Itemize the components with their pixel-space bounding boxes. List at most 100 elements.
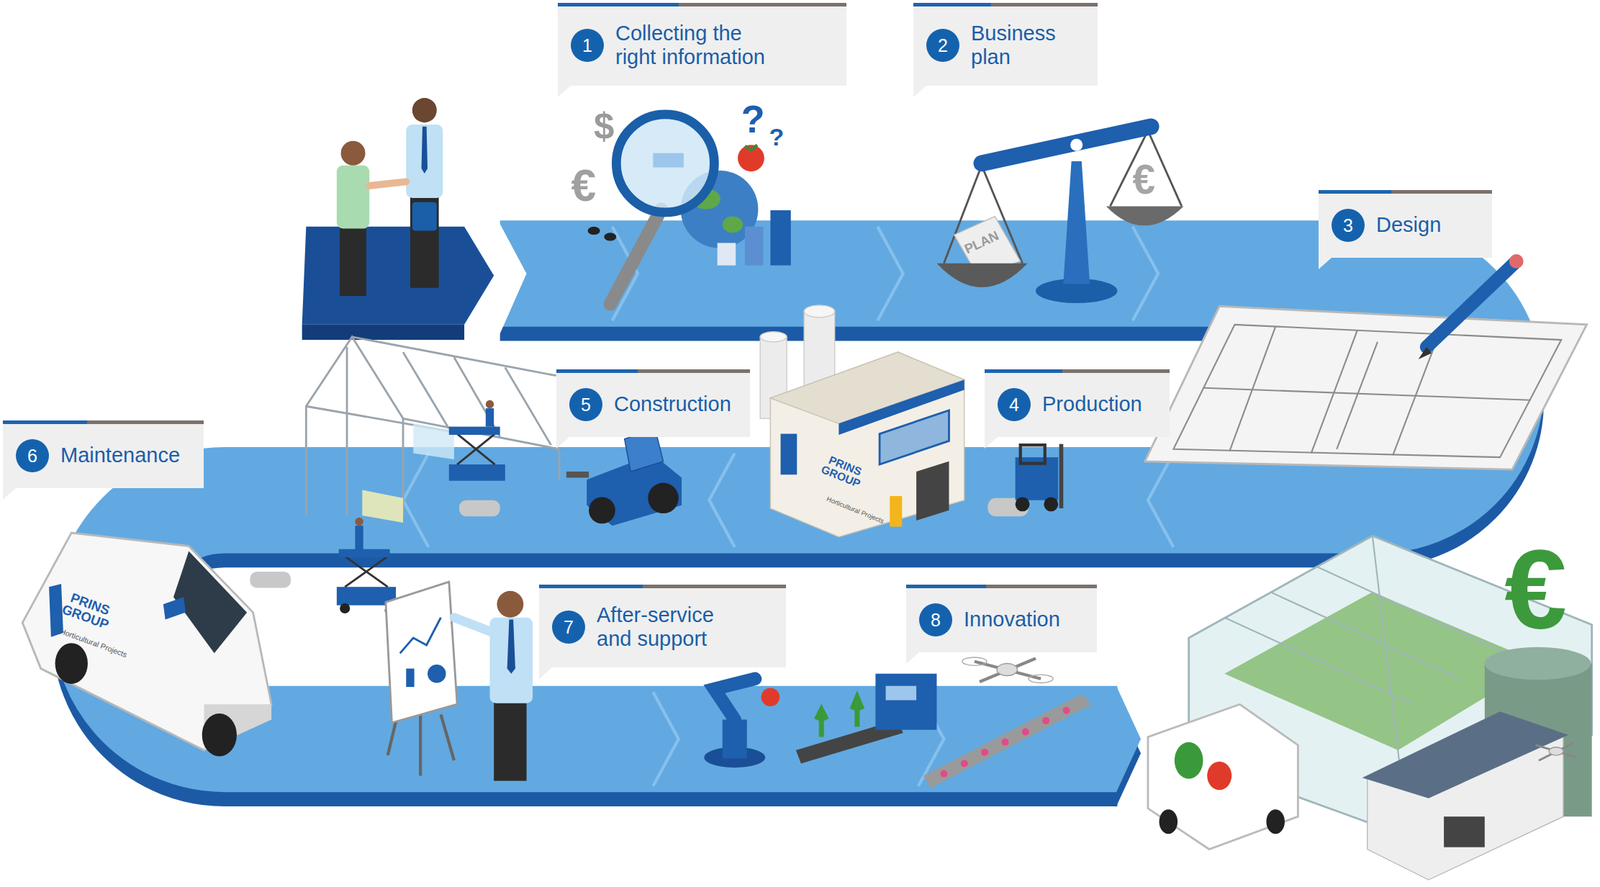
greenhouse-frame <box>354 517 363 526</box>
step-number-circle: 5 <box>569 387 603 422</box>
forklift <box>1015 496 1030 512</box>
callout-top-strip <box>557 2 847 7</box>
factory-building <box>770 351 964 537</box>
service-van <box>202 713 237 757</box>
greenhouse-frame <box>305 336 404 516</box>
step-number-circle: 1 <box>570 28 604 62</box>
innovation-machines <box>1028 674 1053 683</box>
flow-ribbon <box>403 452 429 547</box>
callout-top-strip <box>1318 190 1493 194</box>
handshake-figures <box>412 202 437 232</box>
service-van <box>173 551 247 654</box>
greenhouse-frame <box>485 400 494 409</box>
finished-greenhouse-complex <box>1270 591 1459 679</box>
greenhouse-frame <box>413 423 455 460</box>
factory-building <box>780 434 798 476</box>
greenhouse-frame <box>403 351 450 429</box>
greenhouse-frame <box>351 336 557 376</box>
step-title: Innovation <box>963 607 1061 632</box>
finished-greenhouse-complex <box>1548 747 1564 756</box>
finished-greenhouse-complex <box>1147 703 1298 849</box>
symbol-label: € <box>1132 159 1156 201</box>
finished-greenhouse-complex <box>1174 742 1204 779</box>
innovation-machines <box>1001 738 1010 746</box>
step-title: Business plan <box>970 21 1079 70</box>
innovation-machines <box>923 693 1092 788</box>
factory-building <box>760 305 965 537</box>
handshake-figures <box>405 124 443 198</box>
service-van <box>163 596 186 619</box>
greenhouse-frame <box>457 434 495 465</box>
greenhouse-frame <box>485 408 494 427</box>
step-title: Maintenance <box>60 443 180 468</box>
handshake-figures <box>336 165 370 229</box>
callout-number: 4 <box>1009 395 1020 414</box>
flow-ribbon <box>403 226 1174 786</box>
finished-greenhouse-complex <box>1224 617 1413 705</box>
step-title: Construction <box>613 392 732 417</box>
callout-pointer <box>913 85 927 98</box>
magnifier-research-icon <box>722 216 743 234</box>
magnifier-research-icon <box>588 226 601 235</box>
handshake-figures <box>421 126 429 174</box>
step-number-circle: 8 <box>919 603 953 637</box>
greenhouse-frame <box>346 346 349 516</box>
callout-number: 6 <box>27 446 38 465</box>
service-van <box>55 642 88 684</box>
innovation-machines <box>713 678 756 720</box>
innovation-machines <box>939 706 1070 778</box>
symbol-label: € <box>1504 533 1567 646</box>
symbol-label: $ <box>593 107 614 145</box>
finished-greenhouse-complex <box>1362 711 1569 799</box>
flow-ribbon <box>495 216 527 344</box>
logo-text: PRINS GROUP <box>58 588 119 633</box>
magnifier-research-icon <box>717 242 737 265</box>
callout-top-strip <box>539 584 786 589</box>
greenhouse-frame <box>339 603 350 614</box>
finished-greenhouse-complex <box>1484 647 1591 680</box>
callout-number: 5 <box>580 395 591 414</box>
callout-pointer <box>906 652 920 664</box>
greenhouse-frame <box>339 549 391 558</box>
illustration <box>22 97 1592 880</box>
forklift <box>1020 444 1046 464</box>
presenter-flipchart <box>493 698 527 781</box>
finished-greenhouse-complex <box>1159 808 1179 834</box>
factory-building <box>889 495 902 527</box>
step-title: Production <box>1042 392 1143 417</box>
innovation-machines <box>816 708 827 737</box>
greenhouse-frame <box>344 556 388 588</box>
callout-pointer <box>2 487 16 500</box>
greenhouse-frame <box>362 490 404 523</box>
symbol-label: ? <box>741 100 766 139</box>
magnifier-research-icon <box>603 232 617 241</box>
handshake-figures <box>339 226 367 296</box>
callout-pointer <box>1318 257 1332 270</box>
innovation-machines <box>981 748 989 756</box>
step-title: After-service and support <box>596 603 741 652</box>
design-plan-sheet <box>1173 324 1562 458</box>
flow-ribbon <box>1132 226 1159 321</box>
step-callout-box: 3Design <box>1318 190 1493 258</box>
balance-scale-icon <box>936 263 1028 288</box>
logo-text: PRINS GROUP <box>817 452 869 491</box>
flow-ribbon <box>708 452 735 547</box>
balance-scale-icon <box>1063 161 1090 284</box>
step-number-circle: 7 <box>552 610 586 644</box>
presenter-flipchart <box>454 617 494 633</box>
innovation-machines <box>979 657 1036 682</box>
design-plan-sheet <box>1173 324 1562 458</box>
greenhouse-frame <box>449 426 501 435</box>
innovation-machines <box>875 673 937 730</box>
callout-number: 2 <box>937 36 948 55</box>
magnifier-research-icon <box>770 210 791 266</box>
greenhouse-frame <box>354 525 363 550</box>
callout-number: 3 <box>1343 216 1354 235</box>
step-number-circle: 2 <box>926 28 960 62</box>
design-plan-sheet <box>1336 341 1378 450</box>
innovation-machines <box>761 688 781 707</box>
presenter-flipchart <box>427 664 447 684</box>
logo-text: Horticultural Projects <box>825 495 885 525</box>
